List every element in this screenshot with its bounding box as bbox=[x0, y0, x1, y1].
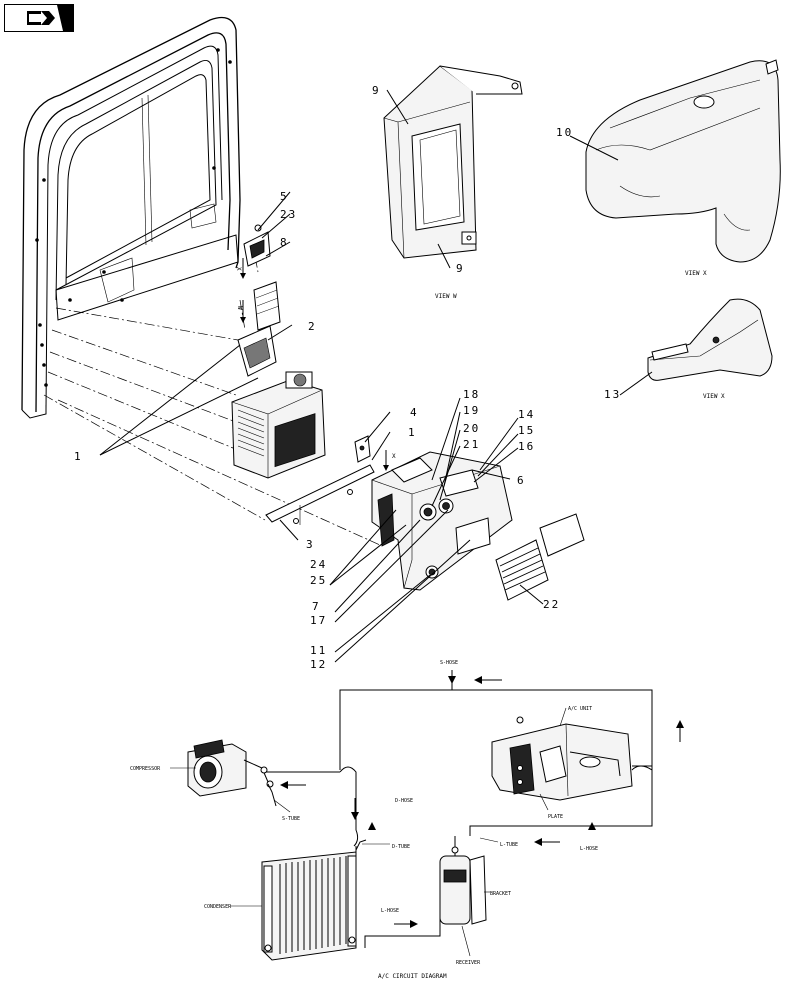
label-d-tube: D-TUBE bbox=[392, 844, 410, 850]
callout-numbers: 1 1 2 3 4 5 6 7 8 9 9 10 11 12 13 14 15 … bbox=[74, 84, 621, 671]
callout-19: 19 bbox=[463, 404, 480, 417]
callout-1a: 1 bbox=[74, 450, 83, 463]
grille-part bbox=[495, 513, 585, 601]
callout-5: 5 bbox=[280, 190, 289, 203]
label-ac-unit: A/C UNIT bbox=[568, 706, 592, 712]
callout-21: 21 bbox=[463, 438, 480, 451]
callout-10: 10 bbox=[556, 126, 573, 139]
nav-forward-button[interactable] bbox=[4, 4, 74, 32]
callout-9a: 9 bbox=[372, 84, 381, 97]
callout-4: 4 bbox=[410, 406, 419, 419]
receiver bbox=[439, 836, 487, 925]
label-s-tube: S-TUBE bbox=[282, 816, 300, 822]
circuit-diagram-title: A/C CIRCUIT DIAGRAM bbox=[378, 973, 447, 980]
view-marker-w: W bbox=[236, 306, 243, 310]
leader-lines bbox=[99, 89, 653, 663]
filter-part bbox=[253, 281, 281, 331]
circuit-leaders bbox=[170, 707, 567, 957]
callout-24: 24 bbox=[310, 558, 327, 571]
flow-arrows bbox=[280, 670, 684, 928]
label-l-hose-bottom: L-HOSE bbox=[381, 908, 399, 914]
view-x-label-1: VIEW X bbox=[685, 270, 707, 277]
callout-12: 12 bbox=[310, 658, 327, 671]
callout-7: 7 bbox=[312, 600, 321, 613]
callout-25: 25 bbox=[310, 574, 327, 587]
callout-20: 20 bbox=[463, 422, 480, 435]
small-bracket bbox=[354, 435, 371, 463]
cab-frame bbox=[21, 16, 241, 419]
bracket-bar bbox=[265, 464, 375, 525]
ac-unit bbox=[491, 716, 633, 801]
label-d-hose: D-HOSE bbox=[395, 798, 413, 804]
view-x-label-2: VIEW X bbox=[703, 393, 725, 400]
hvac-unit bbox=[231, 371, 326, 479]
compressor bbox=[187, 739, 277, 807]
label-s-hose: S-HOSE bbox=[440, 660, 458, 666]
alignment-lines bbox=[43, 239, 381, 546]
condenser bbox=[261, 839, 367, 961]
callout-9b: 9 bbox=[456, 262, 465, 275]
callout-18: 18 bbox=[463, 388, 480, 401]
label-l-hose-right: L-HOSE bbox=[580, 846, 598, 852]
label-receiver: RECEIVER bbox=[456, 960, 481, 966]
callout-23: 23 bbox=[280, 208, 297, 221]
view-w-part bbox=[383, 65, 523, 259]
forward-arrow-icon bbox=[27, 5, 73, 31]
callout-1b: 1 bbox=[408, 426, 417, 439]
view-markers: X W X bbox=[235, 258, 396, 471]
label-condenser: CONDENSER bbox=[204, 904, 232, 910]
callout-6: 6 bbox=[517, 474, 526, 487]
callout-3: 3 bbox=[306, 538, 315, 551]
callout-8: 8 bbox=[280, 236, 289, 249]
callout-14: 14 bbox=[518, 408, 535, 421]
callout-13: 13 bbox=[604, 388, 621, 401]
callout-15: 15 bbox=[518, 424, 535, 437]
ac-circuit-diagram: COMPRESSOR S-TUBE S-HOSE D-HOSE D-TUBE C… bbox=[130, 660, 684, 980]
callout-16: 16 bbox=[518, 440, 535, 453]
callout-2: 2 bbox=[308, 320, 317, 333]
clip-part bbox=[243, 224, 271, 267]
view-marker-x2: X bbox=[392, 453, 396, 460]
label-l-tube: L-TUBE bbox=[500, 842, 518, 848]
label-compressor: COMPRESSOR bbox=[130, 766, 161, 772]
callout-17: 17 bbox=[310, 614, 327, 627]
view-x-part-13 bbox=[647, 298, 773, 381]
label-plate: PLATE bbox=[548, 814, 563, 820]
callout-11: 11 bbox=[310, 644, 327, 657]
view-w-label: VIEW W bbox=[435, 293, 457, 300]
label-bracket: BRACKET bbox=[490, 891, 511, 897]
duct-part-2 bbox=[237, 325, 277, 377]
view-marker-x: X bbox=[235, 267, 242, 271]
callout-22: 22 bbox=[543, 598, 560, 611]
view-x-duct bbox=[585, 59, 781, 263]
console-duct bbox=[371, 451, 513, 591]
